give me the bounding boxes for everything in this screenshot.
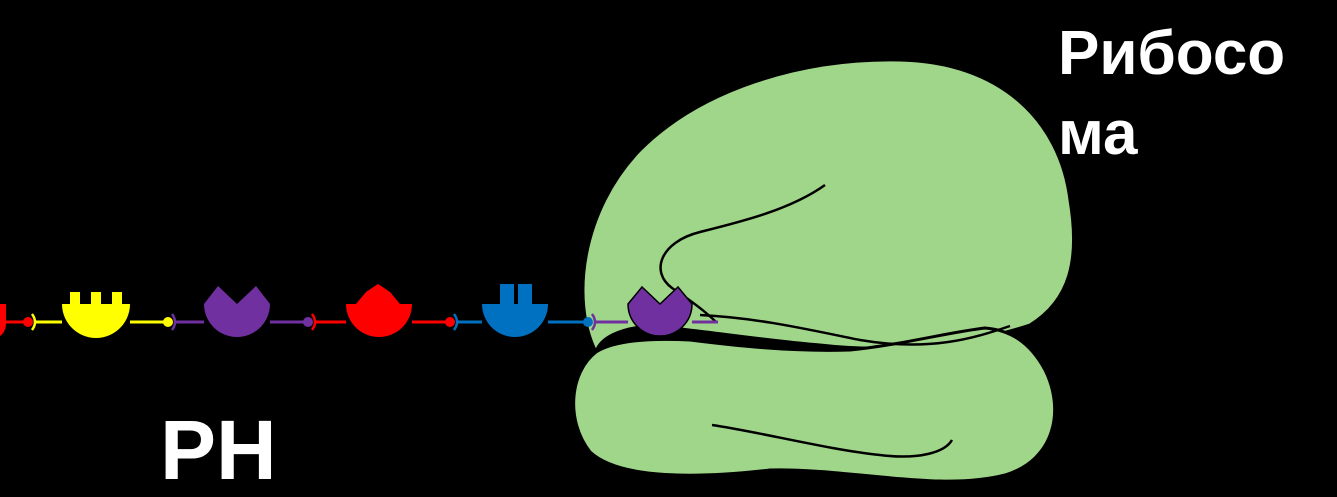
ribosome-small-subunit — [574, 328, 1055, 481]
chain-dot-2 — [303, 317, 313, 327]
rna-label: РН — [160, 405, 277, 495]
chain-dot-3 — [445, 317, 455, 327]
ribosome-label: Рибосо ма — [1058, 14, 1328, 174]
chain-dot-1 — [163, 317, 173, 327]
chain-dot-4 — [583, 317, 593, 327]
ribosome-label-line-2: ма — [1058, 94, 1328, 174]
ribosome-label-line-1: Рибосо — [1058, 14, 1328, 94]
chain-dot-0 — [23, 317, 33, 327]
